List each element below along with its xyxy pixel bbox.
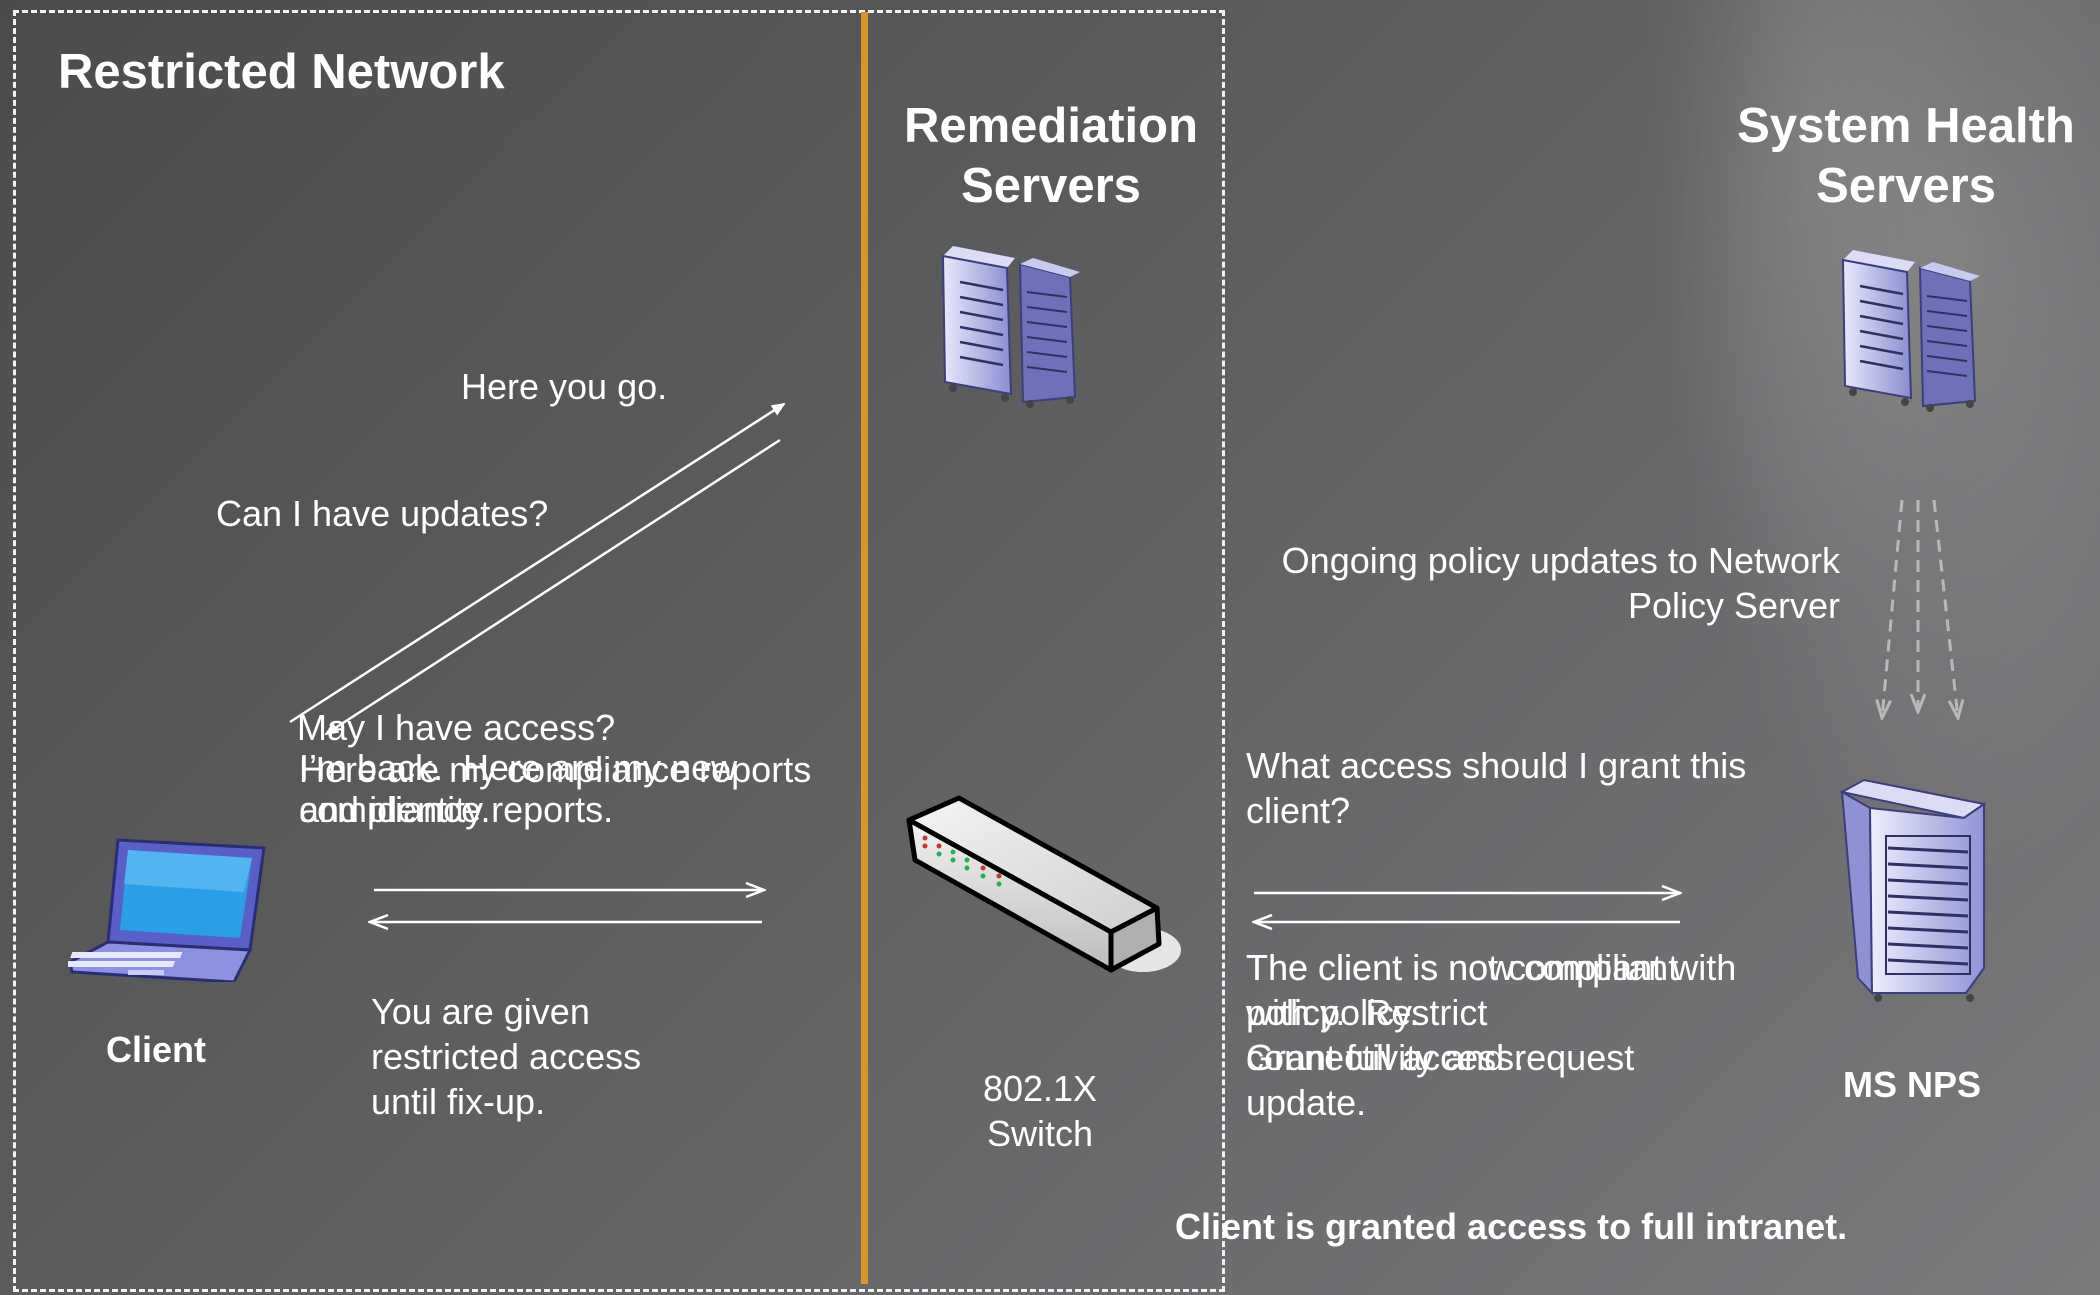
switch-label: 802.1X Switch [982,1068,1098,1154]
msg-what-access: What access should I grant this client? [1246,745,1747,831]
msg-ongoing-policy-updates: Ongoing policy updates to Network Policy… [1281,540,1840,626]
switch-icon [906,795,1181,973]
client-label: Client [106,1029,207,1070]
arrow-policy-update-1 [1882,499,1904,718]
msg-full-intranet: Client is granted access to full intrane… [1175,1206,1848,1247]
msg-compliance-reports: Here are my compliance reports and ident… [299,749,812,830]
restricted-network-title: Restricted Network [58,45,505,99]
remediation-server-icon [941,246,1080,408]
msg-here-you-go: Here you go. [461,366,668,407]
msg-can-i-have-updates: Can I have updates? [216,493,549,534]
msg-im-back: I’m back. Here are my new compliance rep… [299,747,738,830]
arrow-updates-response [324,438,781,736]
msg-may-i-have-access: May I have access? [297,707,616,748]
system-health-servers-title: System Health Servers [1737,99,2075,213]
msg-restricted-access: You are given restricted access until fi… [371,991,642,1122]
msg-now-compliant: The client is now compliant with policy.… [1246,947,1679,1078]
remediation-divider [861,12,868,1284]
nps-server-icon [1839,778,1987,1002]
arrow-updates-request [289,402,786,724]
arrow-policy-update-3 [1932,499,1958,718]
msg-not-compliant: The client is not compliant with policy.… [1246,947,1737,1123]
system-health-server-icon [1841,250,1980,412]
laptop-icon [68,838,266,982]
remediation-servers-title: Remediation Servers [903,99,1199,213]
restricted-network-boundary [13,10,1225,1292]
nps-label: MS NPS [1843,1064,1982,1105]
